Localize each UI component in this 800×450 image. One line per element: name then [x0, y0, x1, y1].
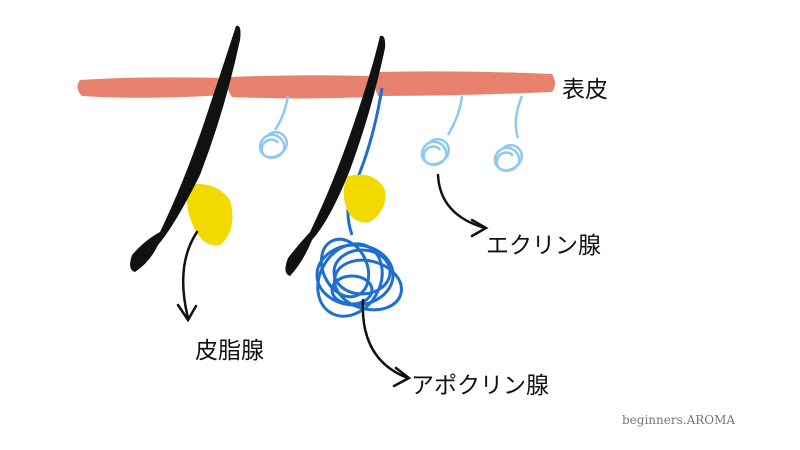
watermark: beginners.AROMA [622, 413, 736, 427]
pointer-arrows [176, 173, 489, 388]
eccrine-glands [258, 95, 524, 172]
sebaceous-glands [186, 174, 386, 246]
label-eccrine-gland: エクリン腺 [486, 233, 601, 259]
epidermis-layer [77, 71, 555, 99]
label-sebaceous-gland: 皮脂腺 [195, 338, 264, 364]
label-epidermis: 表皮 [562, 77, 608, 103]
label-apocrine-gland: アポクリン腺 [411, 373, 549, 399]
hairs [130, 25, 386, 276]
